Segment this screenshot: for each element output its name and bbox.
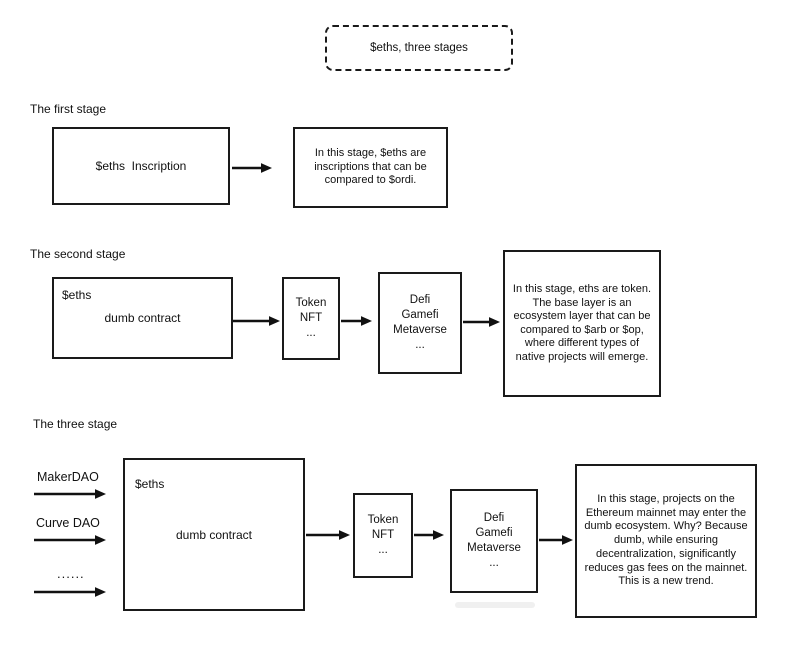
stage3-token-line: Token [367,514,399,526]
stage3-defi-line: Gamefi [475,527,513,539]
stage3-defi-line: Metaverse [467,542,521,554]
stage1-inscription-box: $eths Inscription [52,127,230,205]
stage2-token-box: Token NFT ... [282,277,340,360]
stage3-defi-line: Defi [483,512,505,524]
stage1-note-text: In this stage, $eths are inscriptions th… [314,147,427,187]
stage2-token-line: NFT [299,312,323,324]
stage2-token-lines: Token NFT ... [296,296,327,341]
title-box-label: $eths, three stages [370,42,468,54]
stage3-input-makerdao: MakerDAO [37,470,99,484]
stage3-note-box: In this stage, projects on the Ethereum … [575,464,757,618]
stage2-note-box: In this stage, eths are token. The base … [503,250,661,397]
watermark-smudge [455,602,535,608]
stage3-note-text: In this stage, projects on the Ethereum … [584,492,748,588]
stage3-defi-line: ... [489,557,499,569]
stage2-contract-tag: $eths [62,288,92,302]
stage2-label: The second stage [30,247,126,261]
stage2-defi-line: Defi [409,294,431,306]
stage2-token-line: ... [306,327,316,339]
stage3-defi-box: Defi Gamefi Metaverse ... [450,489,538,593]
stage1-label: The first stage [30,102,107,116]
stage3-contract-box: $eths dumb contract [123,458,305,611]
stage2-defi-line: ... [415,339,425,351]
stage3-token-line: ... [378,544,388,556]
stage3-label: The three stage [33,417,118,431]
stage2-defi-line: Metaverse [393,324,447,336]
stage2-contract-title: dumb contract [104,311,181,325]
stage3-defi-lines: Defi Gamefi Metaverse ... [467,511,521,571]
stage1-note-box: In this stage, $eths are inscriptions th… [293,127,448,208]
stage3-token-lines: Token NFT ... [368,513,399,558]
stage3-input-ellipsis: ...... [57,566,85,581]
stage1-inscription-label: $eths Inscription [95,159,187,173]
stage2-contract-box: $eths dumb contract [52,277,233,359]
stage2-defi-lines: Defi Gamefi Metaverse ... [393,293,447,353]
stage3-contract-title: dumb contract [175,527,253,542]
stage2-defi-line: Gamefi [401,309,439,321]
stage3-contract-tag: $eths [135,477,165,491]
stage3-input-curvedao: Curve DAO [36,516,100,530]
stage3-token-line: NFT [371,529,395,541]
stage2-defi-box: Defi Gamefi Metaverse ... [378,272,462,374]
title-box: $eths, three stages [325,25,513,71]
stage2-token-line: Token [295,297,327,309]
stage2-note-text: In this stage, eths are token. The base … [512,283,652,363]
stage3-token-box: Token NFT ... [353,493,413,578]
